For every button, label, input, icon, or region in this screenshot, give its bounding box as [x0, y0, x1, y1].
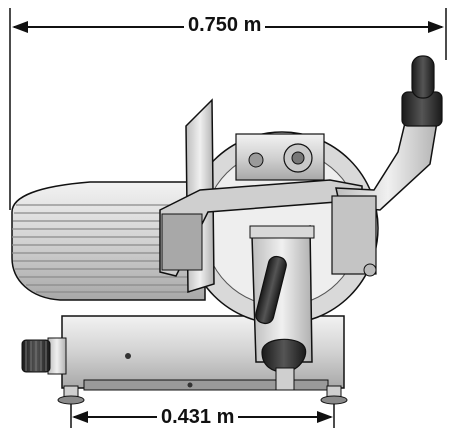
- push-arm: [331, 101, 441, 277]
- base-arrowhead-left: [72, 411, 88, 423]
- overall-width-label: 0.750 m: [184, 14, 266, 36]
- arrowhead-left: [12, 21, 28, 33]
- central-column: [249, 225, 315, 391]
- adjustment-knob: [21, 337, 67, 375]
- carriage-handle: [401, 55, 443, 127]
- product-tray: [159, 98, 363, 294]
- base-width-label: 0.431 m: [157, 406, 239, 428]
- arrowhead-right: [428, 21, 444, 33]
- base-arrowhead-right: [317, 411, 333, 423]
